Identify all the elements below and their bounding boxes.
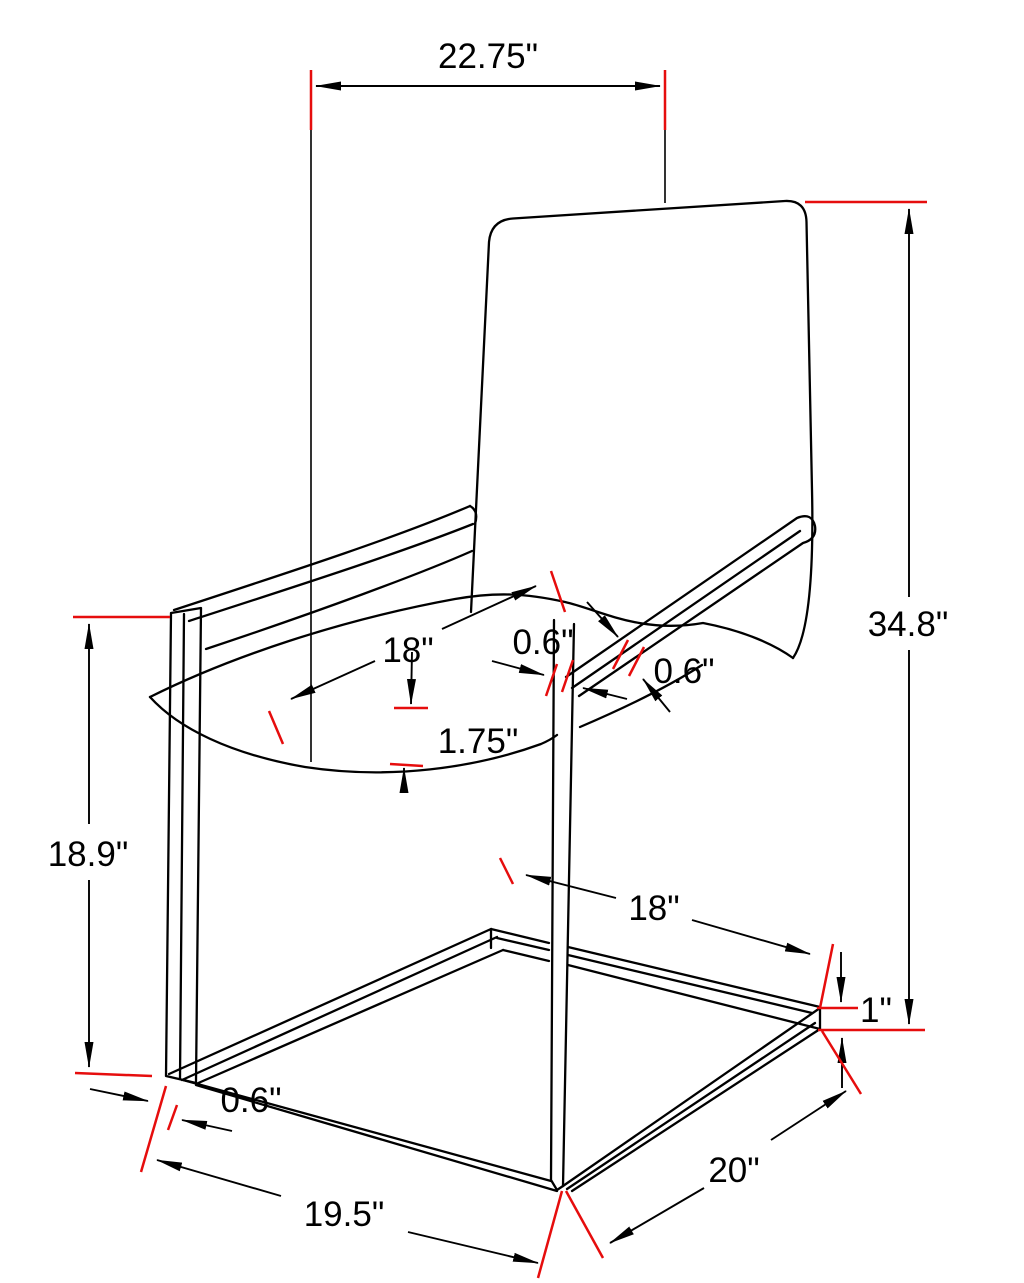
tick-red bbox=[611, 639, 646, 677]
dimension-line bbox=[407, 1231, 539, 1264]
base-right-rail bbox=[489, 927, 822, 1031]
left-armrest bbox=[172, 504, 478, 651]
dimension-seat-thickness: 1.75" bbox=[389, 651, 519, 793]
extension-line-red bbox=[309, 70, 667, 130]
extension-line-red bbox=[805, 200, 927, 1032]
arrow-line bbox=[582, 687, 628, 700]
dim-label-base-top-length: 18" bbox=[628, 889, 679, 928]
arrow-line bbox=[642, 678, 671, 713]
extension-line bbox=[310, 130, 666, 762]
base-front-rails bbox=[181, 1006, 822, 1193]
chair-outline bbox=[148, 199, 822, 1193]
base-left-rail bbox=[167, 927, 505, 1086]
tick-red bbox=[139, 1085, 179, 1173]
dimension-base-tube-height: 1" bbox=[817, 952, 892, 1088]
dim-label-base-side-length: 20" bbox=[708, 1151, 759, 1190]
extension-line-red bbox=[73, 615, 170, 1078]
dimension-base-side-length: 20" bbox=[564, 1030, 863, 1259]
arrow-line bbox=[89, 1088, 149, 1102]
arrow-line bbox=[586, 601, 619, 638]
tick-red bbox=[544, 659, 575, 697]
dim-label-armrest-tube-width: 0.6" bbox=[653, 652, 714, 691]
arrow-line bbox=[491, 660, 545, 676]
dim-label-base-tube-height: 1" bbox=[860, 991, 892, 1030]
dimension-line bbox=[156, 1159, 282, 1197]
dim-label-front-post-width: 0.6" bbox=[512, 623, 573, 662]
tick-red bbox=[536, 1190, 564, 1279]
dim-label-seat-width: 18" bbox=[382, 631, 433, 670]
dimension-front-leg-width: 0.6" bbox=[89, 1081, 282, 1173]
dimension-overall-height: 34.8" bbox=[805, 200, 949, 1032]
dimension-armrest-height: 18.9" bbox=[48, 615, 170, 1078]
tick-red bbox=[267, 570, 567, 745]
dimension-top-back-width: 22.75" bbox=[309, 37, 667, 762]
right-armrest bbox=[564, 515, 817, 698]
dimension-armrest-tube-width: 0.6" bbox=[586, 601, 715, 713]
dimension-line bbox=[290, 660, 376, 700]
dimension-base-front-width: 19.5" bbox=[156, 1159, 564, 1279]
dim-label-overall-height: 34.8" bbox=[868, 605, 949, 644]
dim-label-top-back-width: 22.75" bbox=[438, 37, 538, 76]
dim-label-front-leg-width: 0.6" bbox=[220, 1081, 281, 1120]
dim-label-armrest-height: 18.9" bbox=[48, 835, 129, 874]
seat-top-edge bbox=[148, 593, 795, 699]
arrow-line bbox=[406, 651, 416, 705]
dimensions: 22.75" 34.8" 18.9" 18" 1.75" bbox=[48, 37, 949, 1279]
tick-red bbox=[498, 857, 835, 1009]
dimension-line bbox=[609, 1187, 705, 1244]
dimension-line bbox=[770, 1090, 847, 1141]
tick-red bbox=[389, 706, 428, 768]
dimension-base-top-length: 18" bbox=[498, 857, 835, 1009]
arrow-line bbox=[181, 1119, 233, 1132]
seat-bottom-edge bbox=[148, 695, 559, 774]
dimension-line bbox=[441, 585, 537, 630]
backrest-outline bbox=[469, 199, 814, 660]
dim-label-base-front-width: 19.5" bbox=[304, 1195, 385, 1234]
dimension-line bbox=[525, 874, 617, 899]
tick-red bbox=[564, 1030, 863, 1259]
left-post bbox=[164, 606, 203, 1085]
dimension-front-post-width: 0.6" bbox=[491, 623, 628, 700]
dimension-line bbox=[691, 919, 811, 955]
dimension-seat-width: 18" bbox=[267, 570, 567, 745]
dim-label-seat-thickness: 1.75" bbox=[438, 722, 519, 761]
